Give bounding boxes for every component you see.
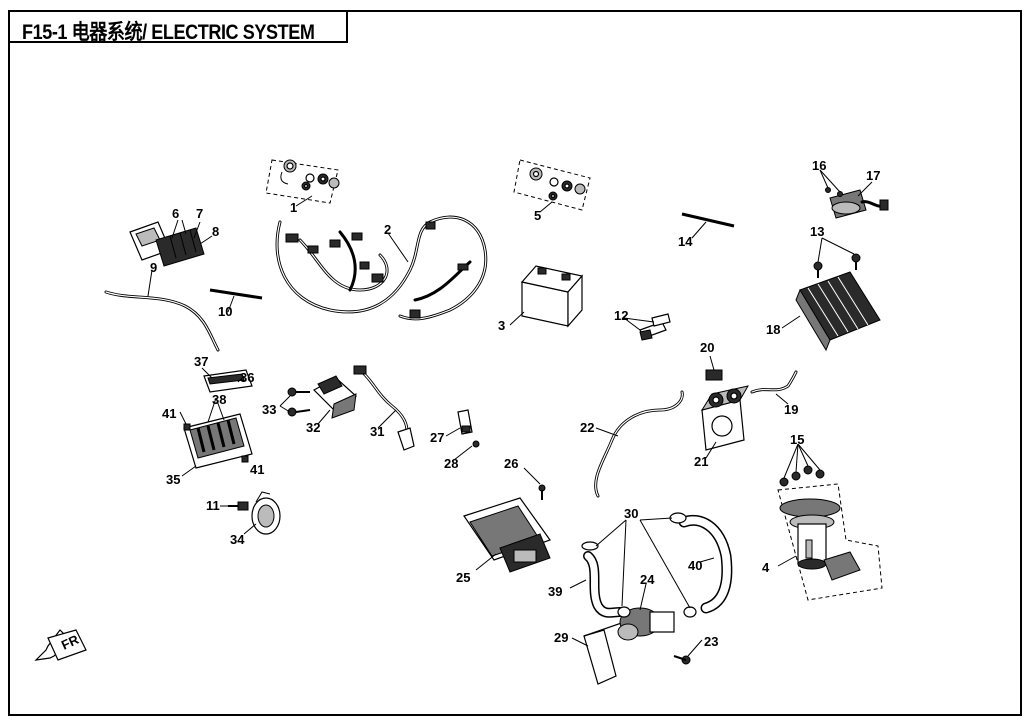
part-34-horn	[243, 491, 281, 535]
callout-26: 26	[504, 456, 518, 471]
part-19-cable	[750, 370, 798, 405]
callout-8: 8	[212, 224, 219, 239]
callout-23: 23	[704, 634, 718, 649]
callout-29: 29	[554, 630, 568, 645]
title-box: F15-1 电器系统/ ELECTRIC SYSTEM	[8, 10, 348, 44]
callout-22: 22	[580, 420, 594, 435]
part-5-connector-kit	[513, 159, 591, 213]
part-3-battery	[509, 265, 584, 328]
callout-9: 9	[150, 260, 157, 275]
front-direction-arrow: FR	[34, 629, 87, 661]
page-title: F15-1 电器系统/ ELECTRIC SYSTEM	[22, 21, 315, 44]
callout-2: 2	[384, 222, 391, 237]
part-12-bracket	[623, 313, 671, 341]
part-15-screws	[779, 443, 825, 487]
callout-6: 6	[172, 206, 179, 221]
part-13-bolts	[813, 237, 861, 278]
part-2-wiring-harness	[275, 215, 488, 321]
part-4-fuel-pump	[777, 483, 883, 601]
callout-40: 40	[688, 558, 702, 573]
diagram-frame	[8, 10, 1022, 716]
part-9-wire	[104, 269, 220, 352]
part-31-coil-cable	[353, 365, 415, 451]
callout-33: 33	[262, 402, 276, 417]
callout-11: 11	[206, 498, 220, 513]
callout-38: 38	[212, 392, 226, 407]
callout-28: 28	[444, 456, 458, 471]
part-10-rod	[209, 288, 263, 313]
part-16-17-sensor	[819, 169, 889, 219]
part-20-21-solenoid	[700, 355, 749, 459]
part-27-28-sensor	[445, 409, 480, 461]
part-18-regulator	[781, 271, 881, 352]
callout-24: 24	[640, 572, 655, 587]
callout-16: 16	[812, 158, 826, 173]
callout-39: 39	[548, 584, 562, 599]
part-1-connector-kit	[265, 159, 340, 207]
callout-37: 37	[194, 354, 208, 369]
callout-27: 27	[430, 430, 444, 445]
part-26-bolt	[523, 467, 546, 500]
part-32-33-coil	[279, 375, 357, 425]
part-14-rod	[681, 212, 735, 239]
callout-30: 30	[624, 506, 638, 521]
callout-13: 13	[810, 224, 824, 239]
callout-3: 3	[498, 318, 505, 333]
part-30-39-40-hoses	[569, 512, 733, 618]
part-25-ecu	[463, 497, 551, 573]
callout-36: 36	[240, 370, 254, 385]
callout-5: 5	[534, 208, 541, 223]
callout-10: 10	[218, 304, 232, 319]
callout-31: 31	[370, 424, 384, 439]
callout-1: 1	[290, 200, 297, 215]
callout-15: 15	[790, 432, 804, 447]
callout-14: 14	[678, 234, 693, 249]
callout-4: 4	[762, 560, 770, 575]
callout-20: 20	[700, 340, 714, 355]
callout-17: 17	[866, 168, 880, 183]
callout-12: 12	[614, 308, 628, 323]
part-23-24-29-pump	[571, 583, 703, 685]
callout-7: 7	[196, 206, 203, 221]
callout-34: 34	[230, 532, 245, 547]
callout-labels: 1 2 3 4 5 6 7 8 9 10 11 12 13 14 15 16 1…	[150, 158, 880, 649]
callout-18: 18	[766, 322, 780, 337]
callout-41a: 41	[162, 406, 176, 421]
callout-41b: 41	[250, 462, 264, 477]
callout-32: 32	[306, 420, 320, 435]
part-35-fuse-box	[179, 367, 253, 477]
part-11-bolt	[220, 501, 249, 511]
part-22-cable	[594, 390, 684, 498]
part-6-7-8-relay	[129, 219, 213, 267]
callout-25: 25	[456, 570, 470, 585]
callout-35: 35	[166, 472, 180, 487]
callout-19: 19	[784, 402, 798, 417]
direction-label: FR	[59, 632, 82, 653]
callout-21: 21	[694, 454, 708, 469]
